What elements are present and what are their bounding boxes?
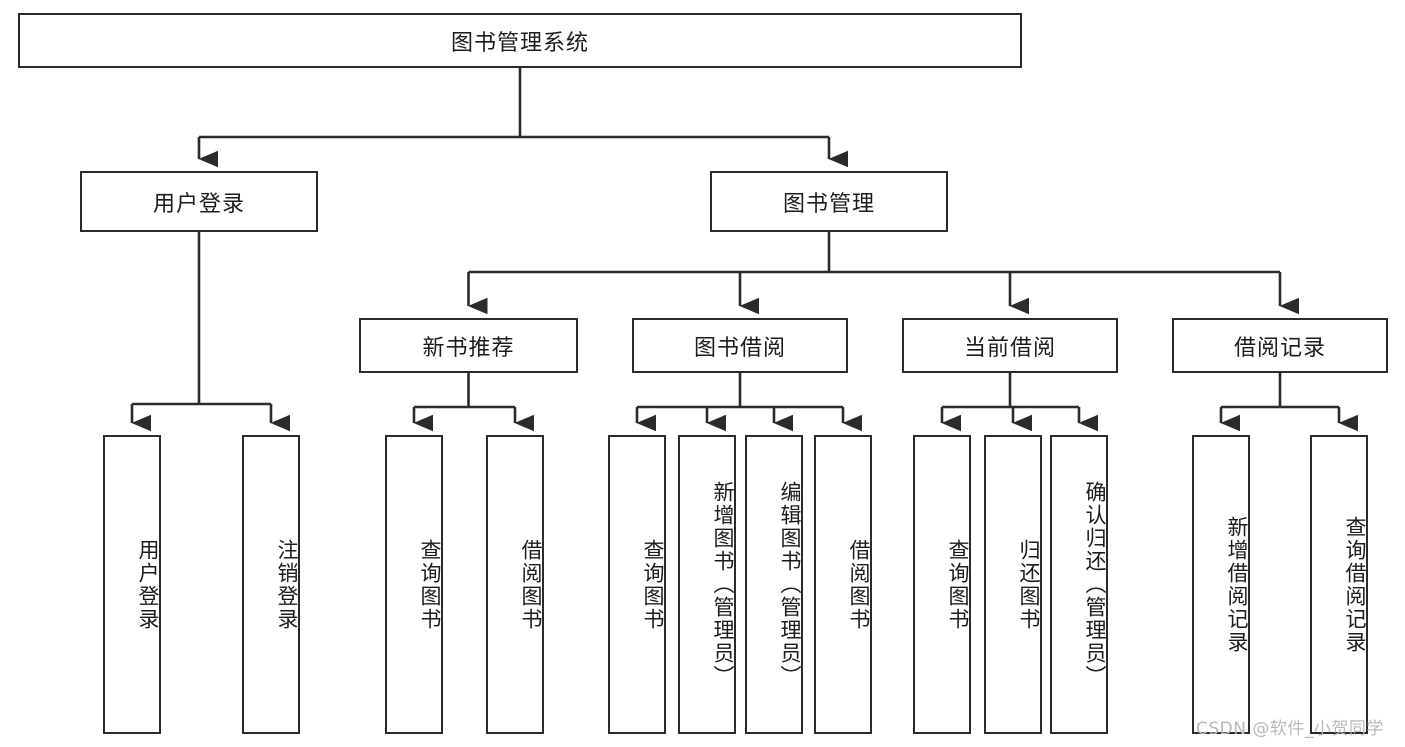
node-borrow-record[interactable]: 借阅记录 bbox=[1172, 318, 1388, 373]
leaf-user-login-label: 用户登录 bbox=[136, 538, 160, 631]
leaf-query-borrow-record-label: 查询借阅记录 bbox=[1343, 515, 1367, 654]
node-root-label: 图书管理系统 bbox=[450, 30, 589, 56]
node-user-login[interactable]: 用户登录 bbox=[80, 171, 318, 232]
leaf-query-borrow-record[interactable]: 查询借阅记录 bbox=[1310, 435, 1368, 734]
leaf-query-book-current[interactable]: 查询图书 bbox=[913, 435, 971, 734]
leaf-query-book-recommend-label: 查询图书 bbox=[418, 538, 442, 631]
leaf-borrow-book-label: 借阅图书 bbox=[847, 538, 871, 631]
node-new-book-recommend[interactable]: 新书推荐 bbox=[359, 318, 578, 373]
node-root[interactable]: 图书管理系统 bbox=[18, 13, 1022, 68]
leaf-query-book-recommend[interactable]: 查询图书 bbox=[385, 435, 443, 734]
leaf-add-book-admin[interactable]: 新增图书（管理员） bbox=[678, 435, 736, 734]
leaf-add-borrow-record[interactable]: 新增借阅记录 bbox=[1192, 435, 1250, 734]
node-user-login-label: 用户登录 bbox=[152, 191, 245, 217]
leaf-borrow-book[interactable]: 借阅图书 bbox=[814, 435, 872, 734]
leaf-edit-book-admin[interactable]: 编辑图书（管理员） bbox=[745, 435, 803, 734]
leaf-return-book[interactable]: 归还图书 bbox=[984, 435, 1042, 734]
leaf-logout[interactable]: 注销登录 bbox=[242, 435, 300, 734]
node-book-management-label: 图书管理 bbox=[782, 191, 875, 217]
node-book-borrow[interactable]: 图书借阅 bbox=[632, 318, 848, 373]
leaf-confirm-return-admin-label: 确认归还（管理员） bbox=[1083, 481, 1107, 688]
leaf-add-borrow-record-label: 新增借阅记录 bbox=[1225, 515, 1249, 654]
leaf-edit-book-admin-label: 编辑图书（管理员） bbox=[778, 481, 802, 688]
leaf-query-book-borrow[interactable]: 查询图书 bbox=[608, 435, 666, 734]
node-new-book-recommend-label: 新书推荐 bbox=[422, 335, 515, 361]
node-book-management[interactable]: 图书管理 bbox=[710, 171, 948, 232]
node-borrow-record-label: 借阅记录 bbox=[1233, 335, 1326, 361]
node-current-borrow[interactable]: 当前借阅 bbox=[902, 318, 1118, 373]
leaf-return-book-label: 归还图书 bbox=[1017, 538, 1041, 631]
node-current-borrow-label: 当前借阅 bbox=[963, 335, 1056, 361]
leaf-borrow-book-recommend-label: 借阅图书 bbox=[519, 538, 543, 631]
leaf-confirm-return-admin[interactable]: 确认归还（管理员） bbox=[1050, 435, 1108, 734]
leaf-borrow-book-recommend[interactable]: 借阅图书 bbox=[486, 435, 544, 734]
node-book-borrow-label: 图书借阅 bbox=[693, 335, 786, 361]
leaf-user-login[interactable]: 用户登录 bbox=[103, 435, 161, 734]
leaf-logout-label: 注销登录 bbox=[275, 538, 299, 631]
leaf-query-book-current-label: 查询图书 bbox=[946, 538, 970, 631]
leaf-add-book-admin-label: 新增图书（管理员） bbox=[711, 481, 735, 688]
watermark: CSDN @软件_小贺同学 bbox=[1196, 719, 1384, 739]
leaf-query-book-borrow-label: 查询图书 bbox=[641, 538, 665, 631]
